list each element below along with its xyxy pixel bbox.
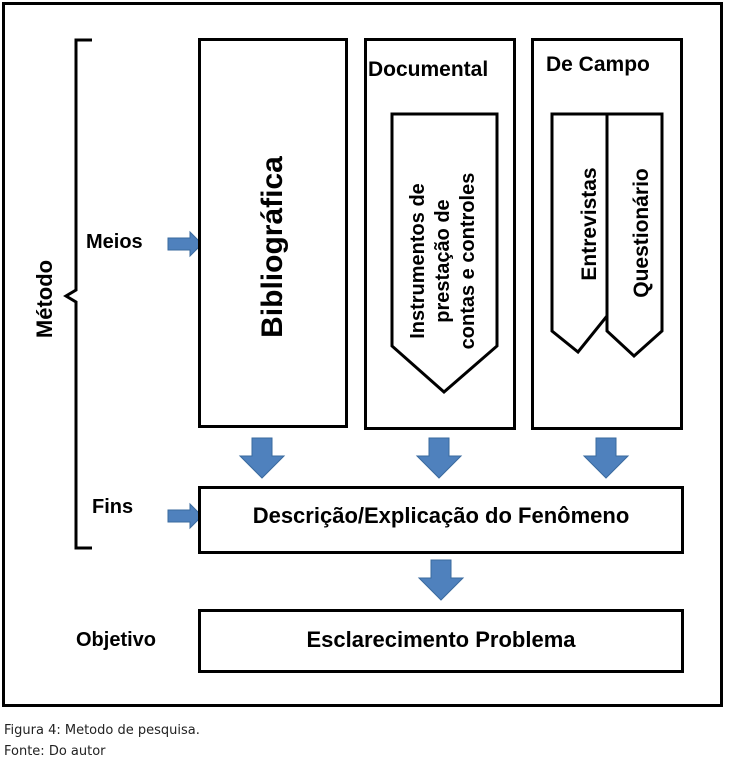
figure-caption: Figura 4: Metodo de pesquisa. <box>4 723 200 738</box>
fins-arrow-icon <box>168 504 202 528</box>
meios-arrow-icon <box>168 232 202 256</box>
down-arrow-icon <box>419 560 463 600</box>
questionario-label: Questionário <box>629 153 655 313</box>
bibliografica-label: Bibliográfica <box>255 97 291 397</box>
method-label: Método <box>33 254 57 344</box>
fins-box-label: Descrição/Explicação do Fenômeno <box>198 503 684 529</box>
method-brace <box>66 40 92 548</box>
down-arrow-icon <box>584 438 628 478</box>
meios-label: Meios <box>86 231 143 254</box>
documental-lines: Instrumentos de prestação de contas e co… <box>406 136 482 386</box>
documental-line-2: prestação de <box>431 136 456 386</box>
entrevistas-label: Entrevistas <box>577 154 603 294</box>
de-campo-box <box>531 38 683 430</box>
down-arrow-icon <box>417 438 461 478</box>
de-campo-title: De Campo <box>546 53 650 77</box>
documental-title: Documental <box>368 58 488 82</box>
documental-line-3: contas e controles <box>456 136 481 386</box>
figure-source: Fonte: Do autor <box>4 744 106 759</box>
fins-label: Fins <box>92 496 133 519</box>
documental-line-1: Instrumentos de <box>406 136 431 386</box>
objetivo-label: Objetivo <box>76 629 156 652</box>
down-arrow-icon <box>240 438 284 478</box>
objetivo-box-label: Esclarecimento Problema <box>198 627 684 653</box>
